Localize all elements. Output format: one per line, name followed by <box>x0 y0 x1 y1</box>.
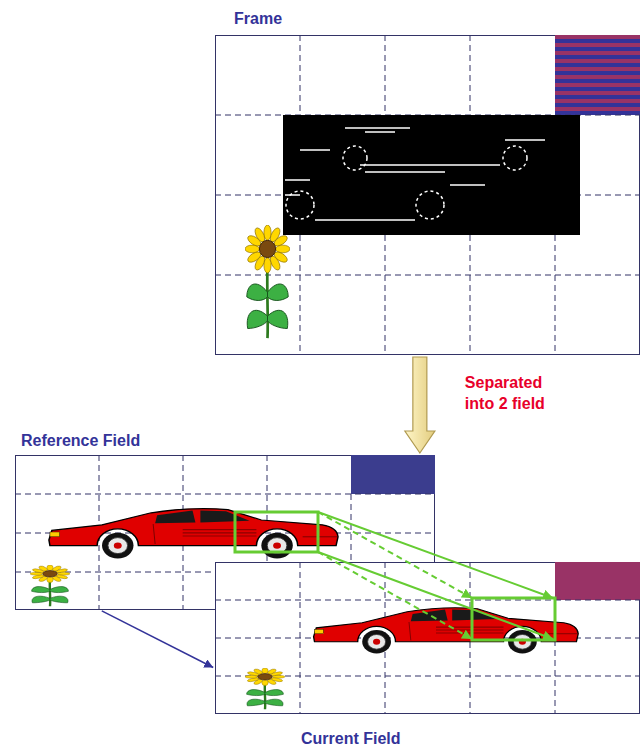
grid-line <box>215 600 640 601</box>
comb-line <box>365 171 445 173</box>
comb-wheel <box>343 146 367 170</box>
grid-line <box>215 275 640 276</box>
motion-vector <box>318 512 472 598</box>
sunflower <box>30 565 70 606</box>
matching-block <box>235 512 318 552</box>
field-title: Current Field <box>301 729 401 748</box>
matching-block <box>472 598 555 640</box>
red-car <box>314 608 579 654</box>
comb-line <box>285 194 300 196</box>
motion-vector <box>318 512 553 598</box>
edge-label: Separated into 2 field <box>465 372 575 414</box>
motion-vector <box>318 552 472 639</box>
car-comb-lines <box>285 128 545 220</box>
comb-line <box>300 149 330 151</box>
connector-arrow <box>102 611 213 668</box>
comb-line <box>315 219 415 221</box>
block-arrow <box>405 357 435 453</box>
interlaced-car <box>283 115 580 235</box>
comb-line <box>505 139 545 141</box>
field-box: Current Field <box>215 562 640 714</box>
sunflower <box>245 225 290 338</box>
red-car <box>49 509 338 559</box>
comb-line <box>365 131 395 133</box>
comb-line <box>360 164 500 166</box>
grid-line <box>15 494 435 495</box>
comb-line <box>345 127 410 129</box>
field-title: Reference Field <box>21 431 140 450</box>
block-grid <box>215 35 640 355</box>
comb-line <box>450 184 485 186</box>
comb-wheel <box>286 191 314 219</box>
comb-wheel <box>503 146 527 170</box>
comb-line <box>285 179 310 181</box>
frame-picture <box>215 35 640 355</box>
motion-vector <box>318 552 553 639</box>
field-box: Frame <box>215 35 640 355</box>
current-field-picture <box>215 562 640 714</box>
block-grid <box>215 562 640 714</box>
grid-line <box>555 600 556 714</box>
field-title: Frame <box>234 9 282 28</box>
interlaced-block <box>555 35 640 115</box>
comb-wheel <box>416 191 444 219</box>
sunflower <box>245 668 285 709</box>
field-block <box>351 455 435 494</box>
field-block <box>555 562 640 600</box>
